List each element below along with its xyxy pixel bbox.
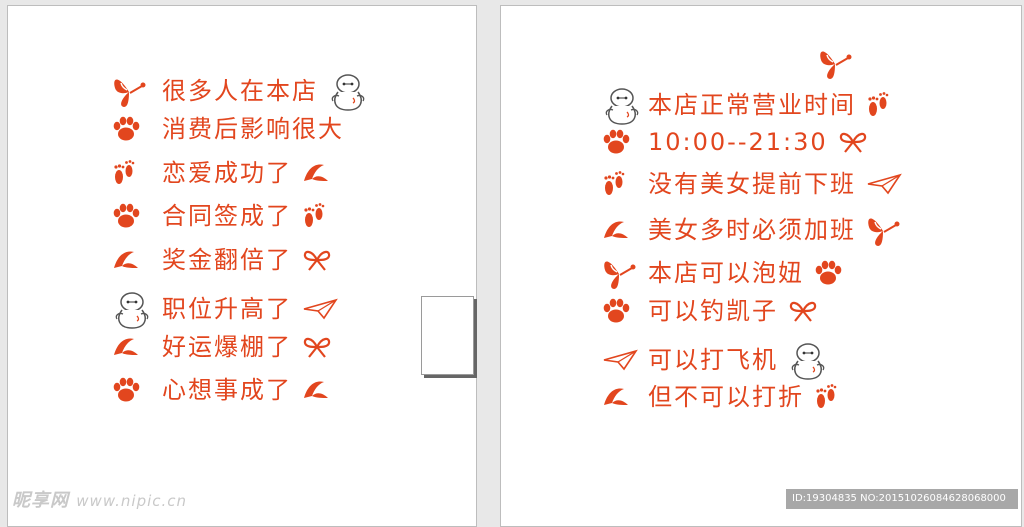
left-poster-line: 消费后影响很大 [112,114,344,144]
right-poster-line-text: 可以钓凯子 [648,297,778,325]
paper-plane-icon [302,298,338,320]
footprints-icon [112,159,162,187]
footprints-icon [302,202,326,230]
footprints-icon [814,383,838,411]
right-poster-line-text: 美女多时必须加班 [648,216,856,244]
left-poster-line: 合同签成了 [112,201,326,231]
left-poster-panel [7,5,477,527]
right-poster-line: 可以打飞机 [602,339,828,381]
left-poster-line-text: 职位升高了 [162,295,292,323]
paw-icon [112,116,162,142]
footprints-icon [602,170,648,198]
right-poster-line: 本店可以泡妞 [602,254,842,292]
robot-icon [112,288,162,330]
left-poster-line: 心想事成了 [112,375,330,405]
right-poster-line-text: 10:00--21:30 [648,128,828,156]
leaf-icon [602,218,648,242]
left-poster-line-text: 恋爱成功了 [162,159,292,187]
leaf-icon [302,161,330,185]
paw-icon [112,203,162,229]
paper-plane-icon [602,349,648,371]
paper-plane-icon [866,173,902,195]
bow-icon [838,130,868,154]
right-poster-line-text: 可以打飞机 [648,346,778,374]
right-poster-line: 美女多时必须加班 [602,211,902,249]
right-poster-line: 可以钓凯子 [602,296,818,326]
left-poster-line: 恋爱成功了 [112,158,330,188]
bow-icon [788,299,818,323]
robot-icon [602,84,648,126]
leaf-icon [302,378,330,402]
butterfly-icon [818,44,854,82]
left-poster-line: 很多人在本店 [112,70,368,112]
right-poster-line: 10:00--21:30 [602,127,868,157]
leaf-icon [602,385,648,409]
left-poster-line-text: 很多人在本店 [162,77,318,105]
watermark-id: ID:19304835 NO:20151026084628068000 [786,489,1018,509]
footprints-icon [866,91,890,119]
right-poster-line: 本店正常营业时间 [602,84,890,126]
butterfly-icon [112,72,162,110]
top-decoration [818,44,854,86]
left-poster-line-text: 消费后影响很大 [162,115,344,143]
document-thumbnail[interactable] [421,296,474,375]
right-poster-panel [500,5,1022,527]
paw-icon [602,129,648,155]
right-poster-line-text: 本店正常营业时间 [648,91,856,119]
paw-icon [602,298,648,324]
paw-icon [814,260,842,286]
right-poster-line: 但不可以打折 [602,382,838,412]
paw-icon [112,377,162,403]
left-poster-line-text: 心想事成了 [162,376,292,404]
butterfly-icon [602,254,648,292]
bow-icon [302,248,332,272]
right-poster-line-text: 但不可以打折 [648,383,804,411]
butterfly-icon [866,211,902,249]
watermark-site: 昵享网 www.nipic.cn [12,486,187,512]
right-poster-line-text: 本店可以泡妞 [648,259,804,287]
bow-icon [302,335,332,359]
watermark-site-name: 昵享网 [12,490,69,511]
leaf-icon [112,335,162,359]
right-poster-line: 没有美女提前下班 [602,169,902,199]
left-poster-line: 职位升高了 [112,288,338,330]
right-poster-line-text: 没有美女提前下班 [648,170,856,198]
watermark-url: www.nipic.cn [76,492,188,510]
left-poster-line-text: 好运爆棚了 [162,333,292,361]
left-poster-line-text: 合同签成了 [162,202,292,230]
left-poster-line: 好运爆棚了 [112,332,332,362]
left-poster-line-text: 奖金翻倍了 [162,246,292,274]
robot-icon [328,70,368,112]
robot-icon [788,339,828,381]
left-poster-line: 奖金翻倍了 [112,245,332,275]
leaf-icon [112,248,162,272]
